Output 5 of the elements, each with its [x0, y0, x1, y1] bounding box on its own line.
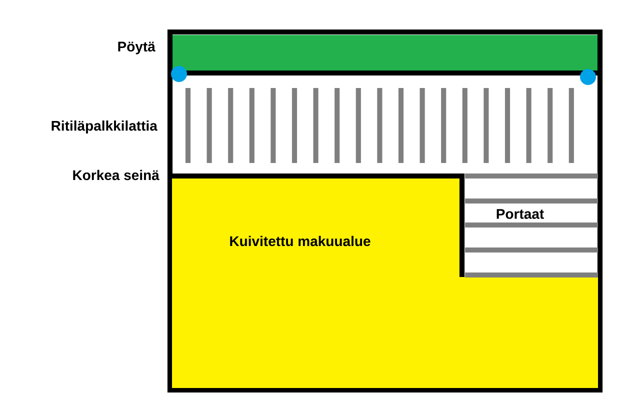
table-label: Pöytä: [118, 42, 156, 54]
area-label: Ritiläpalkkilattia: [52, 120, 158, 134]
area-label: Korkea seinä: [73, 170, 160, 180]
stairs: Portaat: [465, 173, 598, 278]
table-band: [172, 35, 598, 73]
